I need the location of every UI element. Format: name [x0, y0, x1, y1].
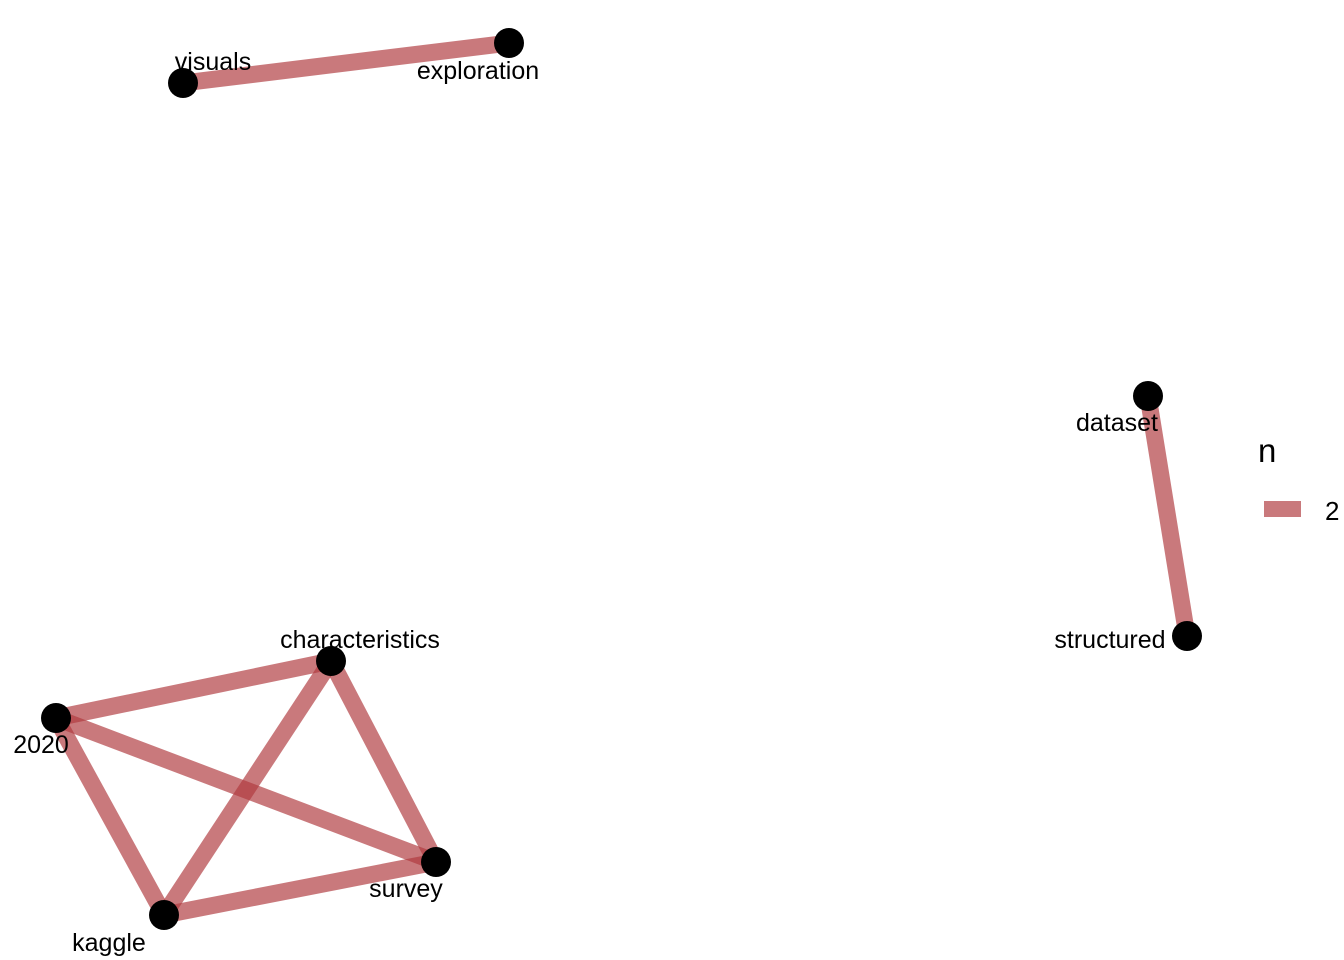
node-label-exploration: exploration	[417, 57, 539, 85]
node-label-survey: survey	[369, 875, 443, 903]
legend-key-label: 2	[1325, 496, 1339, 526]
node-2020	[41, 703, 71, 733]
node-layer	[41, 28, 1202, 930]
label-layer: visuals exploration dataset structured chara…	[13, 48, 1165, 957]
node-label-characteristics: characteristics	[280, 626, 440, 654]
edge-characteristics-kaggle	[156, 656, 339, 920]
node-label-structured: structured	[1054, 626, 1165, 654]
node-label-2020: 2020	[13, 731, 69, 759]
edge-2020-kaggle	[48, 713, 172, 920]
legend-key-swatch	[1264, 501, 1301, 517]
node-exploration	[494, 28, 524, 58]
node-survey	[421, 847, 451, 877]
legend-title: n	[1258, 432, 1276, 469]
edge-layer	[48, 34, 1196, 924]
node-dataset	[1133, 381, 1163, 411]
edge-2020-characteristics	[54, 652, 333, 727]
edge-visuals-exploration	[181, 34, 511, 92]
edge-characteristics-survey	[323, 657, 444, 866]
legend: n 2	[1258, 432, 1339, 526]
node-structured	[1172, 621, 1202, 651]
edge-dataset-structured	[1139, 394, 1196, 638]
node-characteristics	[316, 646, 346, 676]
node-label-visuals: visuals	[175, 48, 251, 76]
node-label-dataset: dataset	[1076, 409, 1158, 437]
node-kaggle	[149, 900, 179, 930]
node-visuals	[168, 68, 198, 98]
edge-kaggle-survey	[162, 853, 438, 924]
node-label-kaggle: kaggle	[72, 929, 146, 957]
